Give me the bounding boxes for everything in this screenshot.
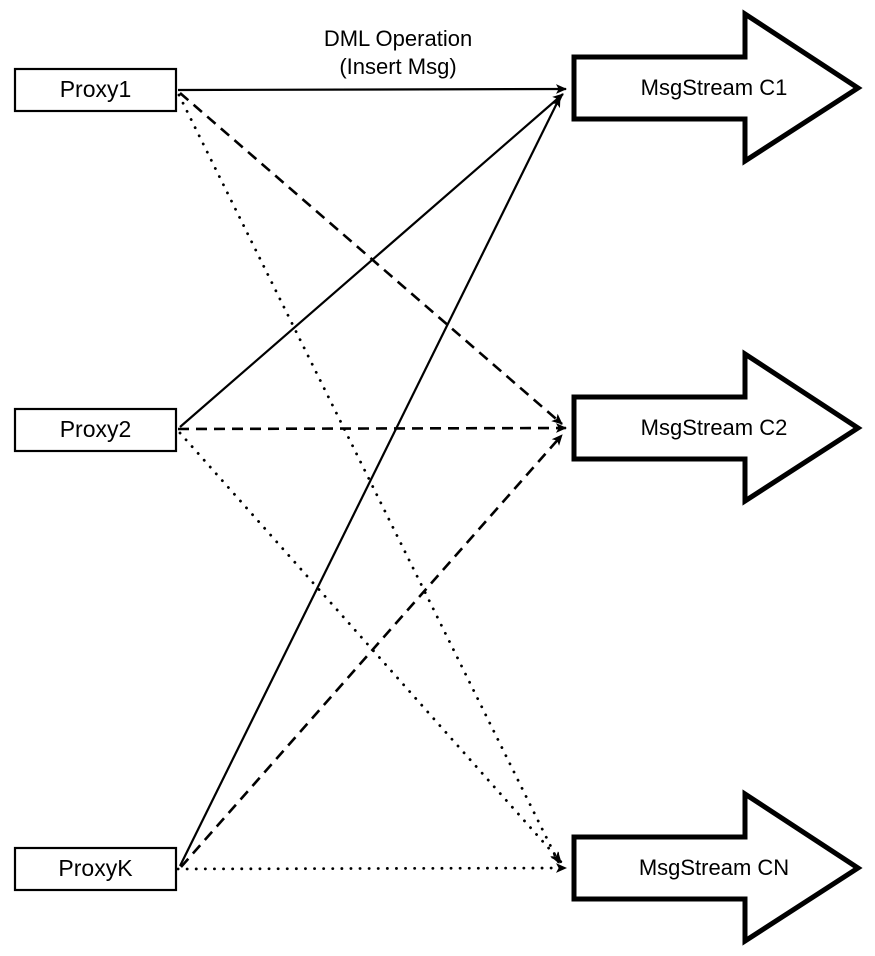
edge-proxyk-to-c2 (180, 434, 563, 868)
proxy1-label: Proxy1 (60, 76, 132, 102)
c1-label: MsgStream C1 (641, 75, 788, 100)
proxy1-box[interactable] (13, 67, 178, 113)
proxyk-box[interactable] (13, 846, 178, 892)
msgstream-node-c1[interactable]: MsgStream C1 (571, 9, 863, 166)
edge-proxy2-to-c1 (179, 93, 564, 428)
edge-proxy1-to-cn (177, 93, 561, 865)
edge-proxy2-to-cn (178, 431, 563, 864)
edge-group-proxy1 (177, 84, 567, 865)
msgstream-node-c2[interactable]: MsgStream C2 (571, 349, 863, 506)
proxy-node-proxyk[interactable]: ProxyK (13, 846, 178, 892)
dml-operation-line2: (Insert Msg) (339, 54, 456, 79)
edge-proxy2-to-c2 (177, 423, 567, 433)
edge-proxy1-to-c1 (177, 84, 567, 94)
cn-label: MsgStream CN (639, 855, 789, 880)
proxy2-label: Proxy2 (60, 416, 132, 442)
c2-arrow-shape[interactable] (571, 349, 863, 506)
c2-label: MsgStream C2 (641, 415, 788, 440)
dml-operation-annotation: DML Operation (Insert Msg) (324, 26, 472, 79)
edge-group-proxy2 (177, 93, 567, 864)
edge-proxy1-to-c2 (179, 92, 563, 425)
edge-proxyk-to-cn (176, 863, 568, 873)
proxy-node-proxy2[interactable]: Proxy2 (13, 407, 178, 453)
proxy2-box[interactable] (13, 407, 178, 453)
edge-group-proxyk (176, 96, 568, 873)
proxyk-label: ProxyK (58, 855, 133, 881)
cn-arrow-shape[interactable] (571, 789, 863, 946)
proxy-node-proxy1[interactable]: Proxy1 (13, 67, 178, 113)
msgstream-node-cn[interactable]: MsgStream CN (571, 789, 863, 946)
dml-operation-line1: DML Operation (324, 26, 472, 51)
c1-arrow-shape[interactable] (571, 9, 863, 166)
edge-proxyk-to-c1 (179, 96, 561, 867)
